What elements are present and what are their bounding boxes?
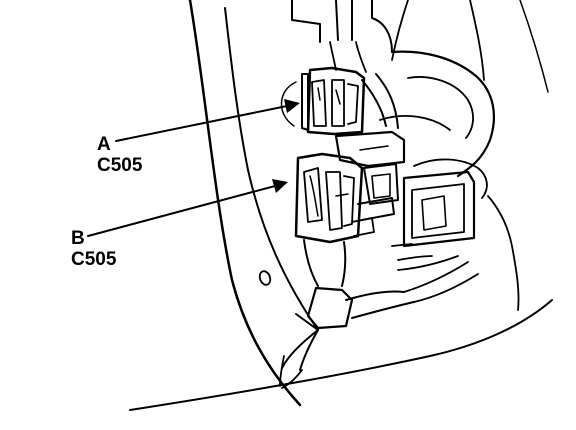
center-coupler (334, 130, 406, 205)
callout-label-b: B C505 (71, 228, 116, 270)
leader-line-b (87, 179, 288, 237)
connector-b-c505 (294, 152, 395, 244)
connector-a-c505 (301, 66, 366, 136)
side-relay-block (391, 170, 476, 271)
mounting-bracket (291, 0, 496, 199)
callout-connector-b: C505 (71, 249, 117, 270)
callout-letter-a: A (97, 134, 111, 155)
callout-label-a: A C505 (97, 134, 142, 176)
wire-harness-bottom (279, 239, 479, 389)
callout-connector-a: C505 (97, 155, 143, 176)
callout-letter-b: B (71, 228, 85, 249)
leader-line-a (115, 81, 300, 142)
body-panel-outline (129, 0, 553, 411)
